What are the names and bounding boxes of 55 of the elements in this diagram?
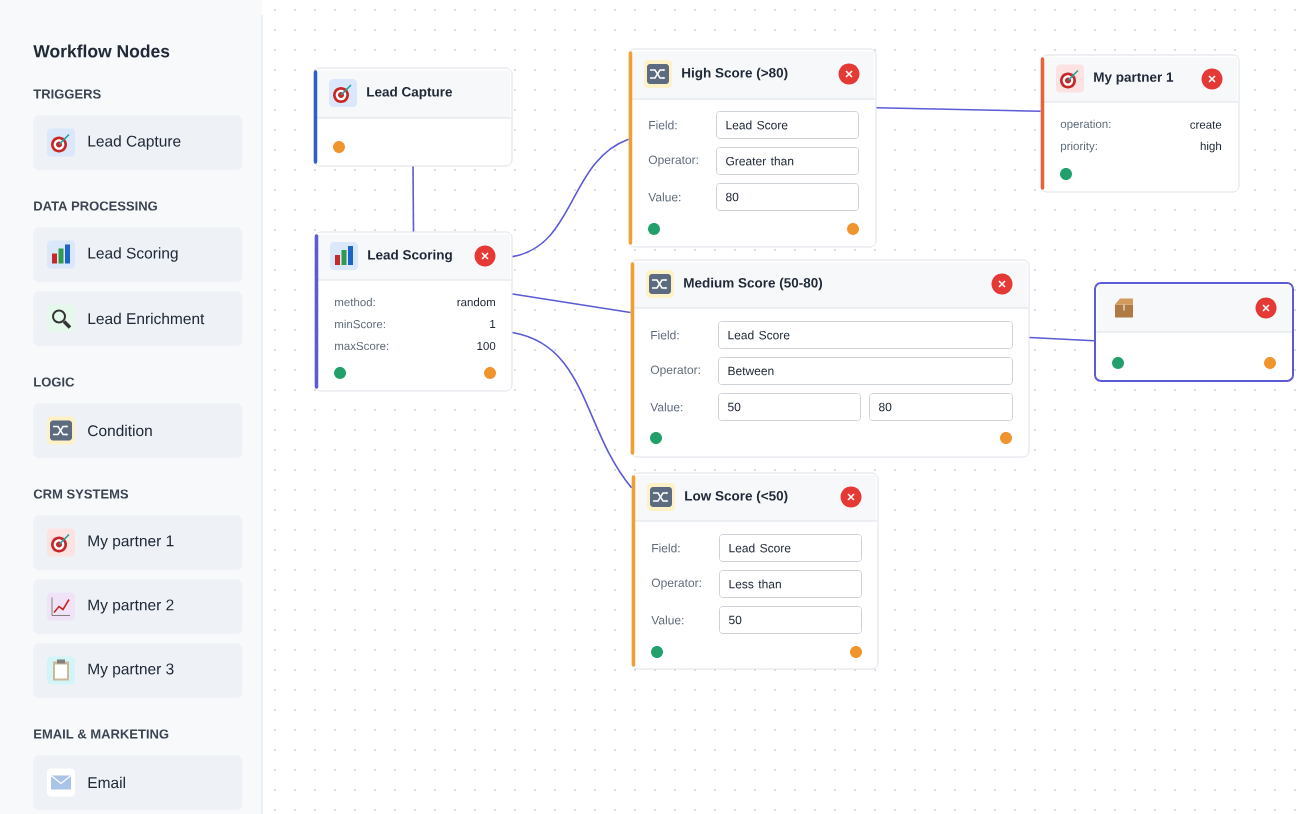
- input-field: Between: [718, 357, 1013, 385]
- input-field: 50: [718, 393, 861, 421]
- card-title: Lead Capture: [367, 86, 453, 100]
- connector-line: [875, 106, 1042, 113]
- property-label: minScore:: [335, 319, 385, 329]
- palette-item: Lead Scoring: [33, 227, 243, 283]
- card-title: My partner 1: [1094, 72, 1174, 85]
- section-heading: EMAIL & MARKETING: [34, 729, 169, 739]
- input-field: 50: [719, 606, 862, 634]
- input-field: Greater than: [716, 147, 859, 175]
- property-label: priority:: [1061, 141, 1097, 153]
- sidebar-title: Workflow Nodes: [33, 44, 170, 58]
- palette-item: My partner 1: [33, 515, 243, 571]
- property-value: 100: [477, 341, 496, 351]
- palette-item: My partner 3: [33, 643, 243, 699]
- field-label: Field:: [649, 120, 677, 130]
- connector-line: [511, 293, 632, 314]
- property-value: 1: [490, 320, 496, 328]
- property-label: method:: [335, 297, 375, 307]
- field-label: Value:: [648, 192, 681, 202]
- connector-line: [1028, 336, 1095, 342]
- palette-item: Lead Enrichment: [33, 291, 243, 347]
- palette-item: Condition: [33, 403, 243, 459]
- palette-item: My partner 2: [33, 579, 243, 635]
- card-title: Low Score (<50): [685, 490, 788, 504]
- input-field: Lead Score: [718, 321, 1013, 349]
- palette-item: Lead Capture: [33, 115, 243, 171]
- input-field: Lead Score: [719, 534, 862, 562]
- connector-line: [511, 138, 630, 258]
- palette-item: Email: [33, 755, 243, 811]
- field-label: Field:: [651, 330, 679, 340]
- input-field: Less than: [719, 570, 862, 598]
- input-field: 80: [869, 393, 1013, 421]
- input-field: 80: [716, 183, 859, 211]
- property-value: high: [1200, 141, 1221, 153]
- card-title: Lead Scoring: [368, 249, 452, 263]
- field-label: Operator:: [651, 578, 701, 590]
- section-heading: LOGIC: [34, 377, 75, 387]
- connector-line: [511, 331, 633, 489]
- property-label: operation:: [1060, 119, 1111, 131]
- card-title: High Score (>80): [682, 67, 788, 81]
- property-value: create: [1190, 121, 1222, 129]
- section-heading: DATA PROCESSING: [34, 201, 157, 211]
- field-label: Field:: [652, 543, 680, 553]
- connector-line: [412, 165, 415, 233]
- section-heading: CRM SYSTEMS: [33, 489, 129, 499]
- field-label: Operator:: [650, 365, 700, 377]
- section-heading: TRIGGERS: [33, 89, 101, 99]
- property-label: maxScore:: [335, 341, 389, 351]
- field-label: Operator:: [648, 155, 698, 167]
- input-field: Lead Score: [716, 111, 859, 139]
- card-title: Medium Score (50-80): [684, 277, 823, 291]
- field-label: Value:: [651, 615, 684, 625]
- property-value: random: [457, 297, 495, 307]
- field-label: Value:: [650, 402, 683, 412]
